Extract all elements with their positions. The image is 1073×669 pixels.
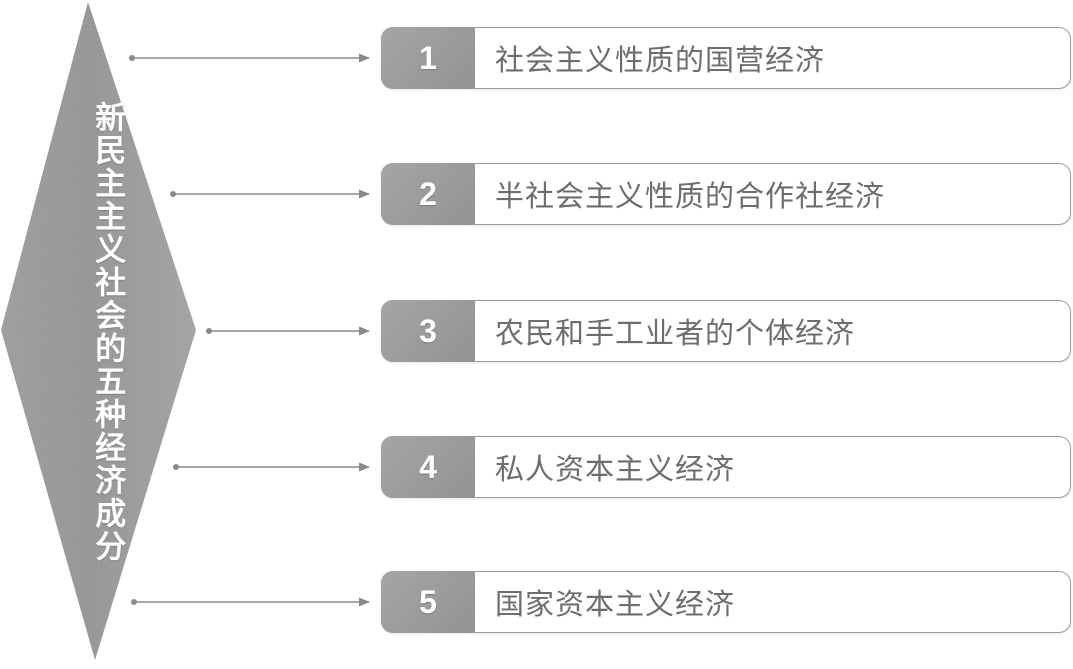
connector-arrow-3 bbox=[206, 326, 370, 336]
connector-arrow-4 bbox=[173, 462, 370, 472]
item-number-badge: 5 bbox=[381, 571, 475, 633]
item-label: 农民和手工业者的个体经济 bbox=[495, 316, 856, 350]
item-pill[interactable] bbox=[381, 27, 1071, 89]
item-number-badge: 2 bbox=[381, 163, 475, 225]
item-number-badge: 4 bbox=[381, 436, 475, 498]
item-label: 半社会主义性质的合作社经济 bbox=[495, 179, 886, 213]
item-pill[interactable] bbox=[381, 163, 1071, 225]
item-pill[interactable] bbox=[381, 300, 1071, 362]
root-node-diamond[interactable]: 新民主主义社会的五种经济成分 bbox=[0, 0, 200, 664]
item-label: 国家资本主义经济 bbox=[495, 587, 736, 621]
item-label: 私人资本主义经济 bbox=[495, 452, 736, 486]
item-number-badge: 1 bbox=[381, 27, 475, 89]
item-label: 社会主义性质的国营经济 bbox=[495, 43, 826, 77]
item-number-badge: 3 bbox=[381, 300, 475, 362]
diamond-shape-icon bbox=[1, 2, 196, 660]
item-pill[interactable] bbox=[381, 436, 1071, 498]
item-pill[interactable] bbox=[381, 571, 1071, 633]
